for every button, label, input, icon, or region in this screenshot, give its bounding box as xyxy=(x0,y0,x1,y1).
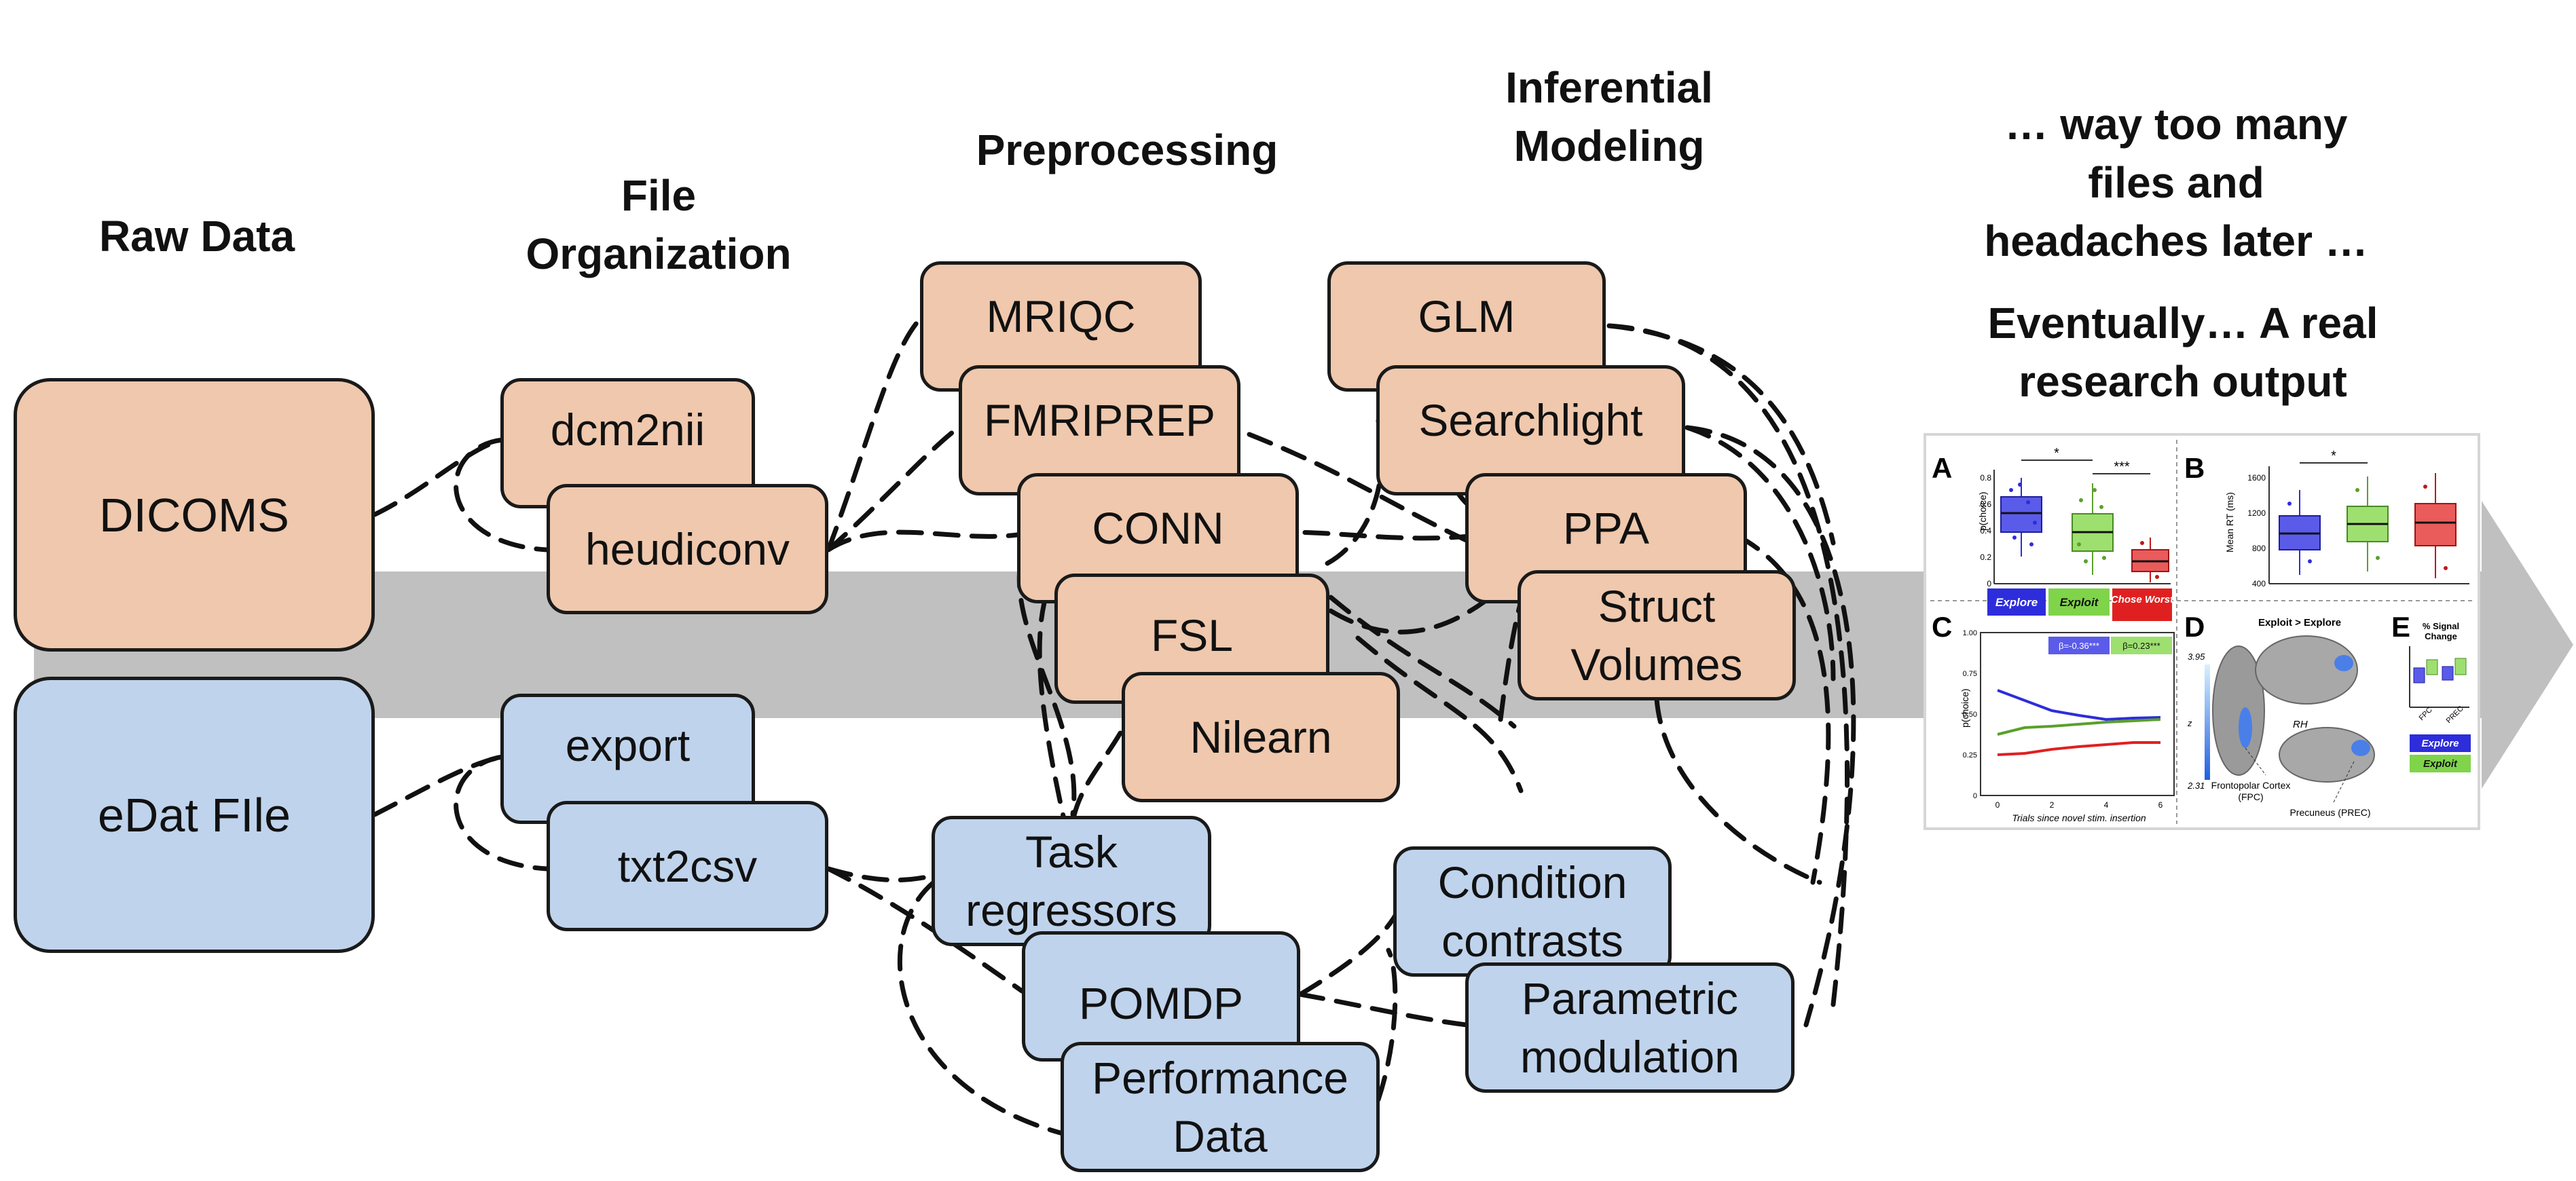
a-sig-2: *** xyxy=(2114,460,2130,474)
a-ytick: 0 xyxy=(1987,579,1991,588)
panel-letter-b: B xyxy=(2184,452,2205,484)
panel-letter-e: E xyxy=(2391,611,2410,643)
b-sig: * xyxy=(2331,449,2336,464)
legend-explore: Explore xyxy=(1995,596,2038,609)
b-box-chose-worst xyxy=(2414,473,2457,578)
d-hemi: RH xyxy=(2293,719,2308,730)
research-output-figure: A p(choice) 0 0.2 0.4 0.6 0.8 * *** xyxy=(1924,433,2480,830)
a-box-chose-worst xyxy=(2131,538,2169,582)
c-line-explore xyxy=(1997,689,2161,721)
c-ylabel: p(choice) xyxy=(1959,688,1970,728)
a-box-explore xyxy=(2000,478,2042,557)
heading-file-organization: File Organization xyxy=(526,171,792,278)
panel-letter-d: D xyxy=(2184,611,2205,643)
b-ytick: 800 xyxy=(2252,544,2266,553)
d-fpc-label: Frontopolar Cortex xyxy=(2211,780,2291,791)
c-xtick: 4 xyxy=(2104,800,2109,810)
c-ytick: 0.25 xyxy=(1963,751,1977,760)
c-xtick: 6 xyxy=(2158,800,2163,810)
c-ytick: 0.50 xyxy=(1963,711,1977,719)
c-beta-explore: β=-0.36*** xyxy=(2059,641,2099,651)
node-dicoms: DICOMS xyxy=(14,378,375,652)
a-ytick: 0.6 xyxy=(1980,500,1991,509)
e-title-1: % Signal xyxy=(2423,621,2459,631)
e-legend-exploit: Exploit xyxy=(2423,758,2458,770)
brain-lateral xyxy=(2255,635,2358,705)
d-title: Exploit > Explore xyxy=(2258,617,2341,629)
d-fpc-abbrev: (FPC) xyxy=(2238,791,2263,802)
c-ytick: 0.75 xyxy=(1963,670,1977,678)
node-heudiconv: heudiconv xyxy=(547,484,828,614)
e-title-2: Change xyxy=(2425,631,2457,641)
a-ytick: 0.4 xyxy=(1980,526,1991,536)
c-xtick: 0 xyxy=(1995,800,2000,810)
panel-letter-c: C xyxy=(1932,611,1952,643)
b-box-explore xyxy=(2279,490,2321,575)
c-ytick: 0 xyxy=(1973,792,1977,800)
heading-aside: … way too many files and headaches later… xyxy=(1984,100,2368,265)
d-prec-label: Precuneus (PREC) xyxy=(2289,807,2370,818)
c-xlabel: Trials since novel stim. insertion xyxy=(2012,812,2146,823)
panel-letter-a: A xyxy=(1932,452,1952,484)
legend-chose-worst: Chose Worst xyxy=(2111,594,2174,605)
legend-exploit: Exploit xyxy=(2060,596,2099,609)
e-xtick: FPC xyxy=(2418,706,2434,722)
a-sig-1: * xyxy=(2054,446,2059,461)
e-legend-explore: Explore xyxy=(2421,738,2459,749)
c-xtick: 2 xyxy=(2050,800,2055,810)
node-txt2csv: txt2csv xyxy=(547,801,828,931)
b-ytick: 400 xyxy=(2252,579,2266,588)
a-ytick: 0.8 xyxy=(1980,473,1991,483)
brain-medial xyxy=(2279,727,2375,783)
heading-raw-data: Raw Data xyxy=(98,212,295,261)
c-ytick: 1.00 xyxy=(1963,629,1977,637)
b-ylabel: Mean RT (ms) xyxy=(2224,492,2235,552)
b-ytick: 1200 xyxy=(2247,508,2266,518)
c-line-exploit xyxy=(1997,718,2161,736)
c-line-chose-worst xyxy=(1997,741,2160,756)
d-z-max: 3.95 xyxy=(2188,652,2205,662)
node-nilearn: Nilearn xyxy=(1122,672,1400,802)
a-box-exploit xyxy=(2072,483,2114,575)
d-z-min: 2.31 xyxy=(2187,781,2205,791)
node-pomdp: POMDP xyxy=(1022,931,1300,1062)
brain-sagittal xyxy=(2212,645,2265,776)
heading-inferential-modeling: Inferential Modeling xyxy=(1505,63,1713,170)
c-beta-exploit: β=0.23*** xyxy=(2122,641,2160,651)
heading-preprocessing: Preprocessing xyxy=(976,126,1278,174)
b-box-exploit xyxy=(2347,476,2389,571)
node-edat: eDat FIle xyxy=(14,677,375,953)
a-ytick: 0.2 xyxy=(1980,552,1991,562)
a-ylabel: p(choice) xyxy=(1977,491,1988,531)
d-z-label: z xyxy=(2187,718,2192,728)
b-ytick: 1600 xyxy=(2247,473,2266,483)
heading-outcome: Eventually… A real research output xyxy=(1987,299,2378,406)
